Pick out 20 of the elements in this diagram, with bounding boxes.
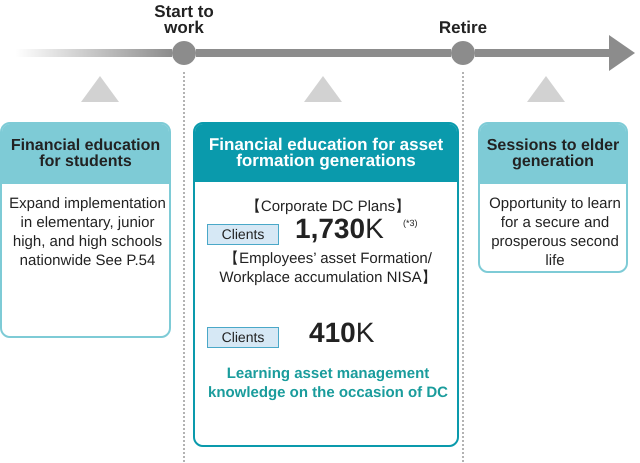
info-card [478, 122, 628, 273]
card-header: Financial education for asset formation generations [195, 124, 457, 182]
client-count: 1,730K [295, 213, 385, 246]
milestone-label: Retire [438, 20, 488, 36]
timeline-arrow [475, 35, 635, 71]
info-card [0, 122, 171, 338]
client-count: 410K [309, 316, 376, 350]
footnote-mark: (*3) [403, 218, 419, 228]
card-header: Financial education for students [2, 124, 169, 184]
info-card [193, 122, 459, 447]
card-text: 【Employees’ asset Formation/ Workplace accumulation NISA】 [218, 249, 438, 287]
card-text: 【Corporate DC Plans】 [244, 197, 412, 216]
milestone-label: Start to work [153, 4, 215, 36]
clients-tag: Clients [207, 327, 279, 348]
timeline-line [196, 49, 451, 57]
card-text: Expand implementation in elementary, junior high, and high schools nationwide See P.54 [8, 194, 167, 270]
card-text: Opportunity to learn for a secure and prosperous second life [488, 194, 622, 270]
clients-tag: Clients [207, 224, 279, 245]
card-text: Learning asset management knowledge on the occasion of DC [206, 364, 450, 402]
card-header: Sessions to elder generation [480, 124, 626, 184]
